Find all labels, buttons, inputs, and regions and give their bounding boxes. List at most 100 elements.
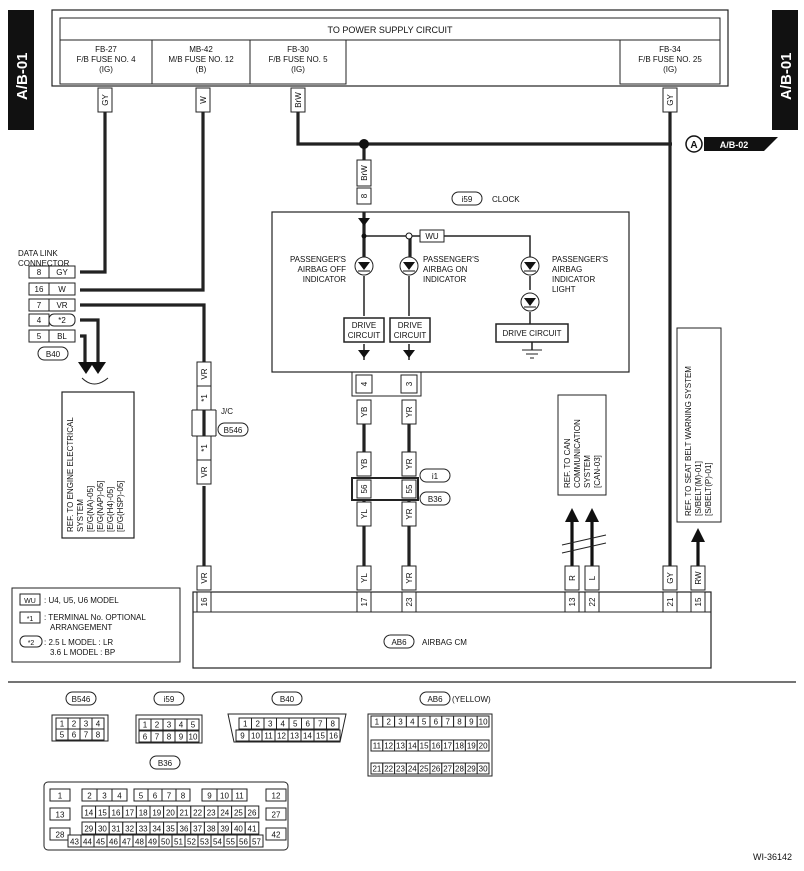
pin-label: 15 [420, 742, 429, 751]
pin-label: 22 [384, 765, 393, 774]
svg-text:YR: YR [405, 508, 414, 519]
pin-cell [91, 728, 105, 741]
pin-label: 5 [422, 718, 427, 727]
svg-text:17: 17 [360, 597, 369, 606]
pin-label: 4 [179, 721, 184, 730]
pin-cell [186, 730, 200, 743]
pin-label: 27 [272, 811, 281, 820]
can-ref-box: REF. TO CAN COMMUNICATION SYSTEM [CAN-03… [557, 394, 607, 566]
svg-text:[E/G(H4)-05]: [E/G(H4)-05] [106, 487, 115, 532]
svg-text:7: 7 [37, 301, 42, 310]
pin-label: 7 [84, 731, 89, 740]
svg-text:GY: GY [101, 94, 110, 106]
svg-text:*1: *1 [27, 616, 34, 623]
svg-text:GY: GY [666, 94, 675, 106]
pin-cell [111, 788, 128, 802]
svg-text:21: 21 [666, 597, 675, 606]
pin-label: 9 [207, 792, 212, 801]
fuse-1-name: F/B FUSE NO. 4 [76, 55, 136, 64]
pin-cell [249, 834, 264, 848]
pin-label: 4 [96, 720, 101, 729]
pin-label: 53 [200, 838, 209, 847]
pin-label: 11 [373, 742, 382, 751]
pin-label: 40 [234, 825, 243, 834]
pin-label: 11 [264, 732, 273, 741]
pin-label: 39 [220, 825, 229, 834]
svg-text:A/B-02: A/B-02 [720, 140, 749, 150]
pin-label: 8 [167, 733, 172, 742]
legend: WU : U4, U5, U6 MODEL *1 : TERMINAL No. … [11, 587, 181, 663]
pin-label: 1 [243, 720, 248, 729]
svg-text:ARRANGEMENT: ARRANGEMENT [50, 623, 112, 632]
fuse-1-sub: (IG) [99, 65, 113, 74]
pin-label: 47 [122, 838, 131, 847]
i1-badge: i1 [432, 472, 439, 481]
pin-label: 1 [143, 721, 148, 730]
pin-label: 12 [277, 732, 286, 741]
fuse-4-name: F/B FUSE NO. 25 [638, 55, 702, 64]
svg-text:YB: YB [360, 459, 369, 470]
svg-text:3.6 L MODEL : BP: 3.6 L MODEL : BP [50, 648, 115, 657]
svg-text:CIRCUIT: CIRCUIT [394, 331, 427, 340]
svg-text:INDICATOR: INDICATOR [423, 275, 466, 284]
pin-label: 41 [248, 825, 257, 834]
pin-label: 27 [443, 765, 452, 774]
pin-label: 42 [272, 831, 281, 840]
pin-label: 46 [109, 838, 118, 847]
svg-text:*2: *2 [58, 316, 66, 325]
pin-label: 25 [234, 809, 243, 818]
svg-text:[CAN-03]: [CAN-03] [593, 455, 602, 488]
pin-label: 2 [155, 721, 160, 730]
svg-text:B36: B36 [158, 759, 173, 768]
clock-node [361, 233, 367, 239]
fuse-4-sub: (IG) [663, 65, 677, 74]
svg-text:VR: VR [200, 368, 209, 379]
pin-cell [244, 821, 260, 835]
pin-label: 16 [112, 809, 121, 818]
svg-text:REF. TO ENGINE ELECTRICAL: REF. TO ENGINE ELECTRICAL [66, 417, 75, 532]
svg-text:BrW: BrW [360, 165, 369, 181]
svg-text:[S/BELT(M)-01]: [S/BELT(M)-01] [694, 461, 703, 516]
fuse-2-sub: (B) [196, 65, 207, 74]
svg-text:VR: VR [200, 466, 209, 477]
pin-label: 14 [84, 809, 93, 818]
pin-label: 1 [58, 792, 63, 801]
pin-label: 4 [410, 718, 415, 727]
pin-label: 45 [96, 838, 105, 847]
pin-label: 3 [84, 720, 89, 729]
svg-text:REF. TO CAN: REF. TO CAN [563, 438, 572, 488]
pin-label: 11 [235, 792, 244, 801]
pin-cell [326, 729, 341, 742]
pin-cell [265, 827, 287, 841]
pin-label: 7 [318, 720, 323, 729]
pin-label: 3 [398, 718, 403, 727]
pin-label: 4 [281, 720, 286, 729]
pin-label: 23 [207, 809, 216, 818]
svg-text:INDICATOR: INDICATOR [303, 275, 346, 284]
pin-label: 20 [479, 742, 488, 751]
pin-label: 6 [434, 718, 439, 727]
svg-text:DRIVE: DRIVE [352, 321, 376, 330]
b546-badge: B546 [224, 426, 243, 435]
pin-label: 12 [384, 742, 393, 751]
svg-text:DRIVE CIRCUIT: DRIVE CIRCUIT [502, 329, 561, 338]
pin-label: 35 [166, 825, 175, 834]
engine-ref-box: REF. TO ENGINE ELECTRICAL SYSTEM [E/G(NA… [61, 391, 135, 539]
pin-label: 7 [445, 718, 450, 727]
pin-label: 13 [290, 732, 299, 741]
svg-text:SYSTEM: SYSTEM [76, 499, 85, 532]
clock-label: CLOCK [492, 195, 520, 204]
pin-label: 30 [479, 765, 488, 774]
fuse-1-id: FB-27 [95, 45, 117, 54]
svg-text:W: W [199, 96, 208, 104]
pin-label: 37 [193, 825, 202, 834]
pin-label: 18 [139, 809, 148, 818]
pin-label: 17 [125, 809, 134, 818]
pin-label: 28 [56, 831, 65, 840]
svg-text:56: 56 [360, 484, 369, 493]
pin-label: 15 [316, 732, 325, 741]
pin-label: 30 [98, 825, 107, 834]
led-on-icon [399, 256, 419, 276]
